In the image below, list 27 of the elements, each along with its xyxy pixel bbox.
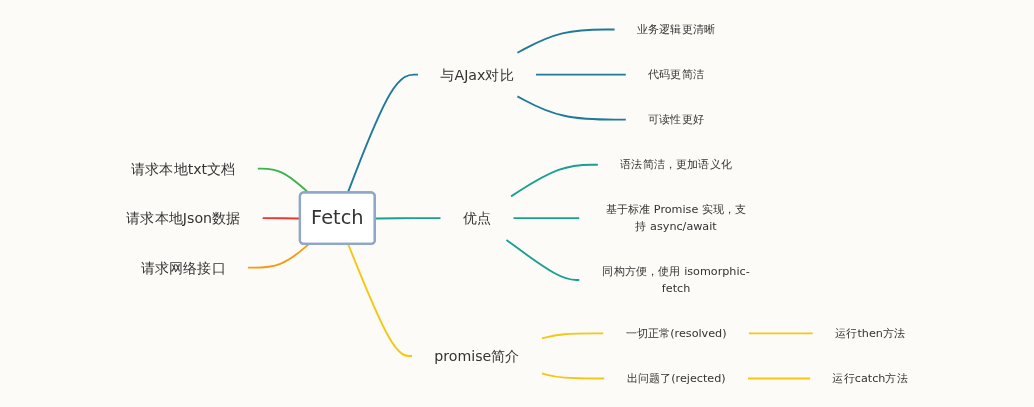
connector: [516, 94, 627, 121]
node-text: 请求本地txt文档: [131, 159, 236, 177]
node-text: 运行catch方法: [832, 371, 908, 385]
connector: [374, 216, 442, 219]
node-text: 一切正常(resolved): [625, 326, 727, 340]
connector: [535, 73, 627, 75]
node-text: 业务逻辑更清晰: [636, 22, 716, 36]
connector: [510, 163, 599, 197]
node-text: 运行then方法: [835, 326, 906, 340]
node-text: 与AJax对比: [440, 65, 514, 83]
node-text: 代码更简洁: [648, 67, 704, 81]
node-text: 同构方便，使用 isomorphic-fetch: [602, 264, 750, 295]
connector: [516, 28, 616, 54]
node-text: promise简介: [434, 347, 520, 364]
node-text: 请求本地Json数据: [126, 209, 241, 226]
connector: [505, 238, 581, 281]
connector: [541, 372, 606, 379]
node-text: 可读性更好: [648, 112, 704, 126]
node-text: 基于标准 Promise 实现，支持 async/await: [605, 202, 747, 233]
connector: [512, 216, 581, 219]
node-text: 优点: [462, 209, 492, 226]
node-text: 请求网络接口: [140, 258, 226, 276]
node-text: 出问题了(rejected): [626, 371, 726, 385]
node-text: 语法简洁，更加语义化: [620, 157, 732, 171]
connector: [747, 332, 814, 334]
connector: [747, 377, 812, 379]
connector: [541, 332, 605, 339]
